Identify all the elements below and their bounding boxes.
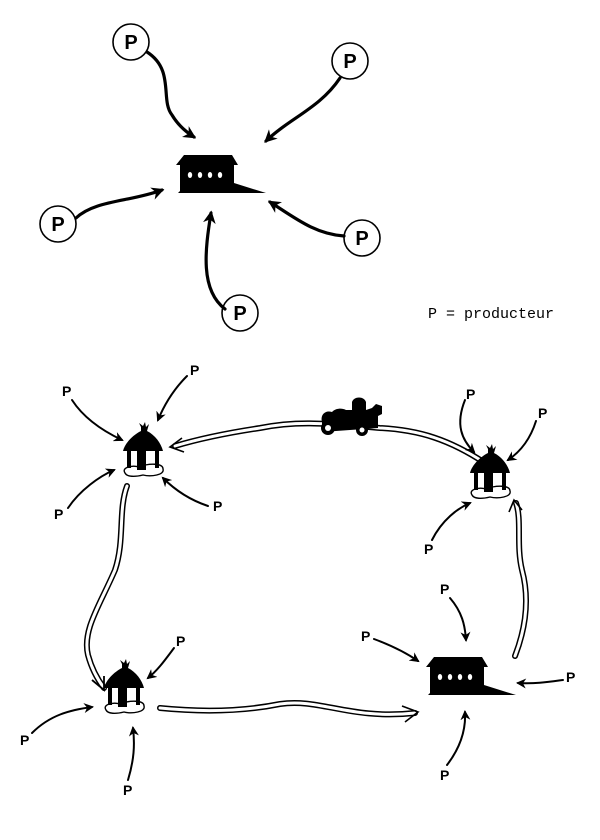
svg-text:P: P bbox=[355, 228, 368, 250]
producer-label: P bbox=[424, 541, 433, 557]
producer-node: P bbox=[112, 23, 150, 61]
producer-label: P bbox=[213, 498, 222, 514]
producer-label: P bbox=[440, 767, 449, 783]
route-top bbox=[168, 420, 488, 466]
flow-arrow bbox=[431, 501, 472, 541]
producer-label: P bbox=[440, 581, 449, 597]
producer-node: P bbox=[343, 219, 381, 257]
producer-label: P bbox=[466, 386, 475, 402]
market-hall-icon bbox=[426, 657, 516, 695]
flow-arrow bbox=[267, 200, 346, 238]
route-arrowhead bbox=[401, 705, 420, 723]
flow-arrow bbox=[373, 638, 420, 663]
flow-arrow bbox=[71, 399, 124, 442]
svg-text:P: P bbox=[233, 303, 246, 325]
producer-node: P bbox=[331, 42, 369, 80]
producer-label: P bbox=[538, 405, 547, 421]
producer-node: P bbox=[39, 205, 77, 243]
producer-label: P bbox=[190, 362, 199, 378]
producer-label: P bbox=[54, 506, 63, 522]
flow-arrow bbox=[145, 50, 197, 139]
producer-label: P bbox=[176, 633, 185, 649]
flow-arrow bbox=[74, 187, 165, 220]
flow-arrow bbox=[203, 210, 227, 311]
route-arrowhead bbox=[168, 437, 185, 453]
producer-label: P bbox=[123, 782, 132, 798]
producer-label: P bbox=[566, 669, 575, 685]
svg-text:P: P bbox=[343, 51, 356, 73]
market-kiosk-icon bbox=[122, 421, 164, 478]
steam-vehicle-icon bbox=[321, 397, 382, 436]
flow-arrow bbox=[161, 476, 209, 507]
producer-label: P bbox=[361, 628, 370, 644]
producer-label: P bbox=[20, 732, 29, 748]
legend-text: P = producteur bbox=[428, 306, 555, 323]
market-kiosk-icon bbox=[103, 658, 145, 715]
producer-label: P bbox=[62, 383, 71, 399]
flow-arrow bbox=[146, 647, 175, 680]
flow-arrow bbox=[446, 710, 471, 766]
route-arrowhead bbox=[91, 676, 105, 692]
flow-arrow bbox=[31, 703, 94, 734]
flow-arrow bbox=[67, 468, 116, 509]
route-right bbox=[508, 498, 529, 659]
flow-arrow bbox=[506, 420, 537, 462]
route-bottom bbox=[157, 700, 420, 723]
market-hall-icon bbox=[176, 155, 266, 193]
flow-arrow bbox=[449, 597, 471, 642]
flow-arrow bbox=[156, 375, 188, 422]
route-left bbox=[83, 483, 130, 692]
svg-text:P: P bbox=[51, 214, 64, 236]
producer-node: P bbox=[221, 294, 259, 332]
top-diagram: P P P P P bbox=[39, 23, 381, 332]
bottom-diagram: P P P P P P P P P P P P P P bbox=[20, 362, 575, 798]
svg-text:P: P bbox=[124, 32, 137, 54]
market-kiosk-icon bbox=[469, 443, 511, 500]
flow-arrow bbox=[516, 678, 564, 689]
flow-arrow bbox=[264, 76, 342, 143]
flow-arrow bbox=[459, 399, 476, 454]
route-arrowhead bbox=[508, 498, 523, 513]
flow-arrow bbox=[127, 726, 139, 781]
